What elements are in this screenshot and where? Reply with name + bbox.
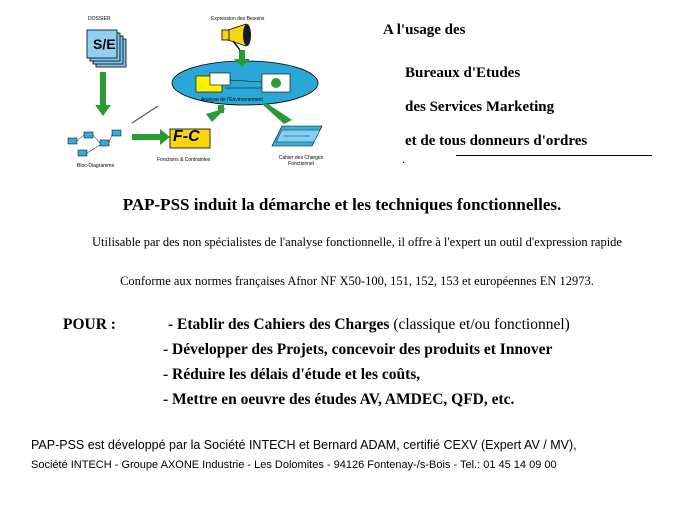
pour-item-etablir-bold: - Etablir des Cahiers des Charges xyxy=(168,316,390,333)
process-diagram: DOSSIER S/E Expression des Besoins Analy… xyxy=(0,0,370,180)
fc-badge-box xyxy=(169,128,211,149)
description-line2: Conforme aux normes françaises Afnor NF … xyxy=(120,274,594,288)
audience-item-bureaux: Bureaux d'Etudes xyxy=(405,65,521,81)
audience-underline xyxy=(456,155,652,156)
bloc-diagram-icon xyxy=(67,129,122,157)
cahier-label: Cahier des Charges Fonctionnel xyxy=(278,155,324,167)
footer-line2: Société INTECH - Groupe AXONE Industrie … xyxy=(31,459,557,471)
dossier-badge: S/E xyxy=(93,36,116,52)
cahier-icon xyxy=(271,125,323,147)
megaphone-icon xyxy=(221,23,251,51)
pour-item-developper: - Développer des Projets, concevoir des … xyxy=(163,341,553,358)
environment-inner xyxy=(195,72,291,93)
audience-dot: . xyxy=(402,152,405,166)
diagram-graphics xyxy=(67,23,323,157)
flow-arrows xyxy=(95,50,292,145)
audience-heading: A l'usage des xyxy=(383,22,466,38)
dossier-label: DOSSIER xyxy=(88,16,111,22)
analyse-label: Analyse de l'Environnement xyxy=(201,97,263,103)
pour-item-mettre: - Mettre en oeuvre des études AV, AMDEC,… xyxy=(163,391,515,408)
audience-item-marketing: des Services Marketing xyxy=(405,99,555,115)
footer-line1: PAP-PSS est développé par la Société INT… xyxy=(31,438,577,452)
pour-item-etablir: - Etablir des Cahiers des Charges (class… xyxy=(168,316,570,334)
bloc-label: Bloc-Diagramme xyxy=(77,163,115,169)
gray-arrow xyxy=(131,105,159,124)
audience-item-donneurs: et de tous donneurs d'ordres xyxy=(405,133,588,149)
pour-item-reduire: - Réduire les délais d'étude et les coût… xyxy=(163,366,421,383)
expression-label: Expression des Besoins xyxy=(211,16,265,22)
headline: PAP-PSS induit la démarche et les techni… xyxy=(122,195,562,214)
pour-label: POUR : xyxy=(63,316,116,333)
fc-badge: F-C xyxy=(173,128,200,145)
dossier-icon xyxy=(86,29,127,68)
description-line1: Utilisable par des non spécialistes de l… xyxy=(92,235,622,249)
pour-item-etablir-normal: (classique et/ou fonctionnel) xyxy=(389,316,570,333)
fonctions-label: Fonctions & Contraintes xyxy=(157,157,211,163)
